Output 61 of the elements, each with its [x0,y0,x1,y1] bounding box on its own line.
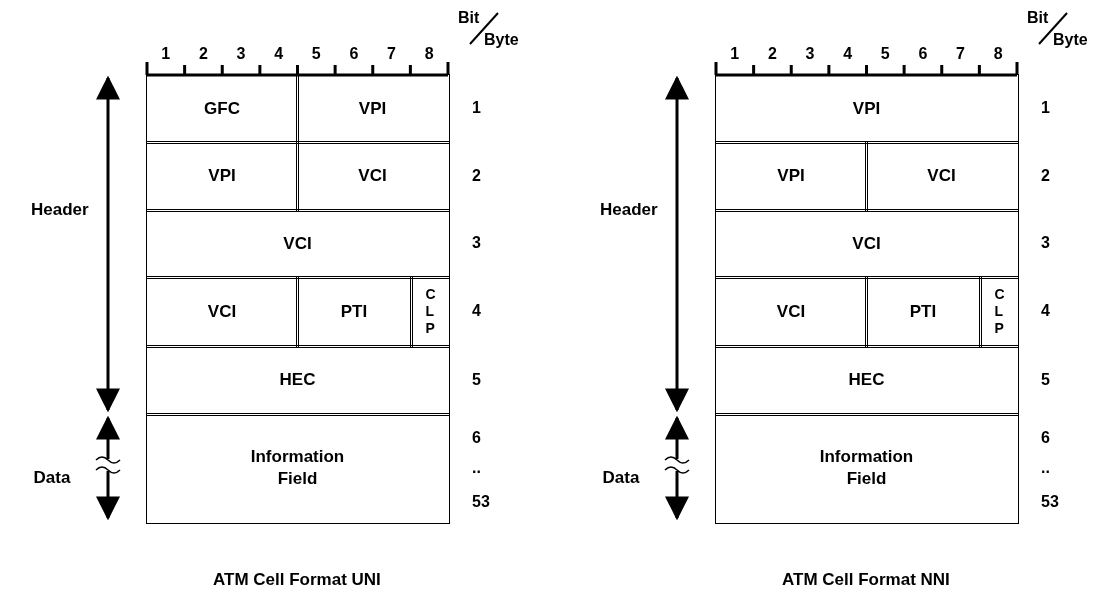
bit-number: 7 [956,44,965,64]
byte-number: 3 [1041,233,1050,253]
header-field: VPI [714,73,1019,144]
header-field: VCI [714,275,868,348]
header-field: VPI [295,73,450,144]
header-field: VCI [295,140,450,212]
header-field: CLP [409,275,450,348]
section-label: Header [600,200,658,220]
bit-number: 1 [161,44,171,64]
header-field: VCI [145,208,450,279]
header-field: VCI [145,275,299,348]
byte-number: 2 [1041,166,1050,186]
byte-number: 5 [472,370,481,390]
ellipsis: .. [472,458,481,478]
bit-number: 5 [311,44,321,64]
header-field: CLP [978,275,1019,348]
figure-caption: ATM Cell Format NNI [782,570,950,590]
bit-number: 6 [349,44,359,64]
payload-field: Information Field [145,412,450,524]
axis-title: Bit [458,8,480,28]
axis-title: Byte [484,30,519,50]
ellipsis: .. [1041,458,1050,478]
byte-number: 2 [472,166,481,186]
figure-caption: ATM Cell Format UNI [213,570,381,590]
byte-number: 4 [472,301,481,321]
header-field: PTI [295,275,413,348]
byte-number: 4 [1041,301,1050,321]
header-field: VCI [714,208,1019,279]
byte-number: 53 [1041,492,1059,512]
byte-number: 6 [472,428,481,448]
header-field: HEC [145,344,450,416]
header-field: HEC [714,344,1019,416]
bit-number: 7 [387,44,396,64]
bit-number: 8 [993,44,1003,64]
axis-title: Bit [1027,8,1049,28]
bit-number: 2 [198,44,208,64]
payload-field: Information Field [714,412,1019,524]
header-field: GFC [145,73,299,144]
byte-number: 1 [1041,98,1050,118]
bit-number: 1 [730,44,740,64]
bit-number: 5 [880,44,890,64]
bit-number: 6 [918,44,928,64]
byte-number: 1 [472,98,481,118]
header-field: PTI [864,275,982,348]
header-field: VPI [714,140,868,212]
byte-number: 3 [472,233,481,253]
header-field: VCI [864,140,1019,212]
axis-title: Byte [1053,30,1088,50]
section-label: Header [31,200,89,220]
bit-number: 3 [805,44,815,64]
byte-number: 53 [472,492,490,512]
byte-number: 6 [1041,428,1050,448]
bit-number: 8 [424,44,434,64]
bit-number: 4 [843,44,853,64]
bit-number: 2 [767,44,777,64]
header-field: VPI [145,140,299,212]
section-label: Data [602,468,640,488]
section-label: Data [33,468,71,488]
bit-number: 3 [236,44,246,64]
byte-number: 5 [1041,370,1050,390]
bit-number: 4 [274,44,284,64]
